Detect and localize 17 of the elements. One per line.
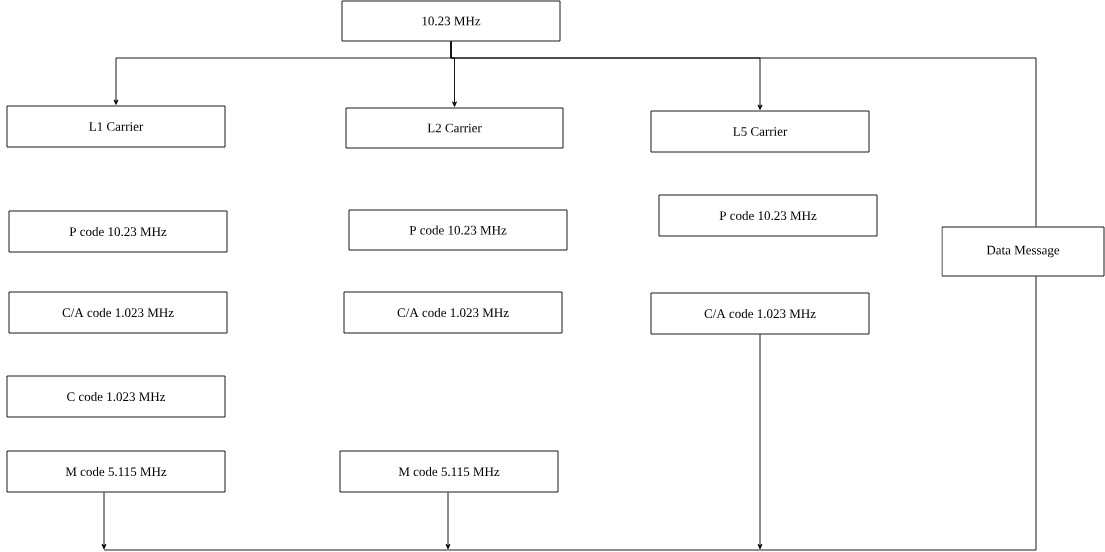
signal-box: P code 10.23 MHz xyxy=(8,210,228,253)
signal-box: M code 5.115 MHz xyxy=(339,450,559,493)
signal-box: L2 Carrier xyxy=(345,107,564,149)
connector-arrow xyxy=(757,334,763,550)
signal-box: 10.23 MHz xyxy=(341,0,561,42)
signal-box: C/A code 1.023 MHz xyxy=(8,291,228,334)
signal-box: P code 10.23 MHz xyxy=(348,209,568,251)
signal-box: C/A code 1.023 MHz xyxy=(650,292,870,335)
signal-box: M code 5.115 MHz xyxy=(6,450,226,493)
signal-box: Data Message xyxy=(941,226,1105,277)
signal-box: P code 10.23 MHz xyxy=(658,194,878,237)
connector-arrow xyxy=(101,492,107,550)
connector-arrow xyxy=(445,492,451,550)
signal-box: C code 1.023 MHz xyxy=(6,375,226,418)
signal-box: L1 Carrier xyxy=(6,105,226,148)
signal-box: C/A code 1.023 MHz xyxy=(343,291,563,334)
signal-box: L5 Carrier xyxy=(650,110,870,153)
